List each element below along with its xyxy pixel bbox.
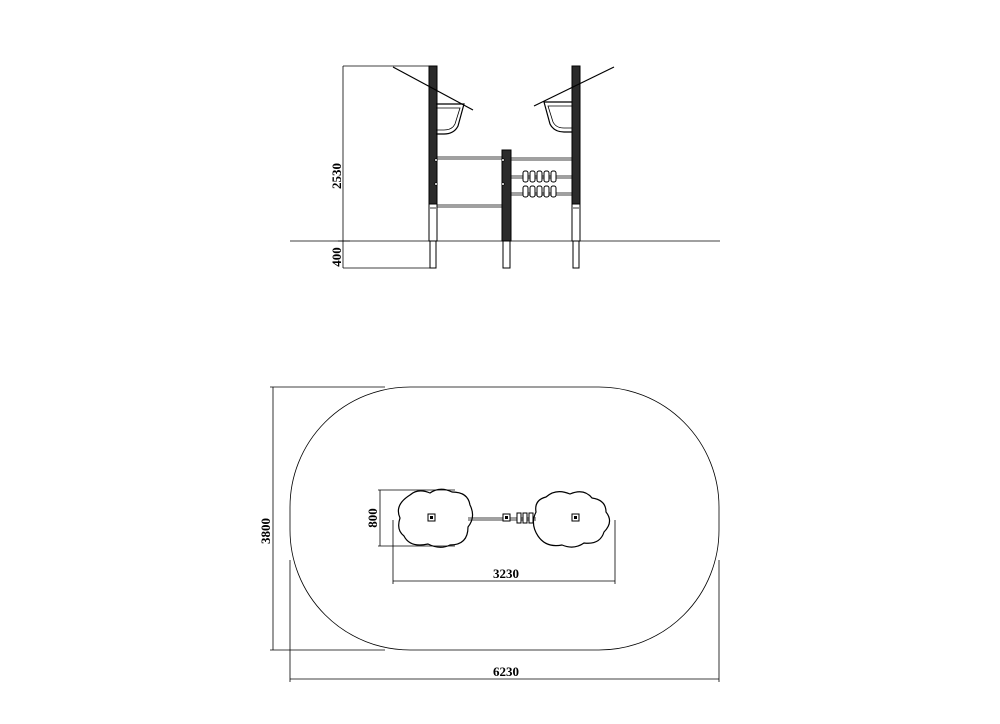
zone-depth-label: 3800 — [258, 518, 273, 544]
right-handle — [543, 101, 572, 133]
roller-row-bottom — [522, 185, 557, 198]
plan-connecting-bar — [468, 512, 536, 524]
depth-dimension: 400 — [329, 241, 430, 269]
equipment-width-dimension: 800 — [365, 489, 455, 547]
right-cloud-platform — [532, 491, 611, 548]
roller-row-top — [522, 170, 557, 183]
left-post — [392, 65, 474, 269]
right-top-bar — [533, 66, 615, 107]
left-cloud-platform — [397, 488, 474, 548]
plan-view: 3800 6230 800 3230 — [258, 386, 720, 682]
zone-depth-dimension: 3800 — [258, 386, 385, 651]
depth-dimension-label: 400 — [329, 247, 344, 267]
left-rails — [437, 156, 502, 208]
right-post — [533, 65, 615, 269]
elevation-view: 2530 400 — [290, 65, 720, 269]
zone-width-dimension: 6230 — [289, 560, 720, 682]
safety-zone-outline — [289, 386, 720, 651]
left-handle — [436, 103, 465, 135]
height-dimension: 2530 — [329, 65, 430, 242]
equipment-length-dimension: 3230 — [392, 520, 616, 584]
height-dimension-label: 2530 — [329, 163, 344, 189]
equipment-length-label: 3230 — [493, 566, 519, 581]
left-top-bar — [392, 66, 474, 111]
equipment-width-label: 800 — [365, 508, 380, 528]
middle-post — [501, 149, 512, 269]
right-rails — [511, 157, 572, 198]
zone-width-label: 6230 — [493, 664, 519, 679]
